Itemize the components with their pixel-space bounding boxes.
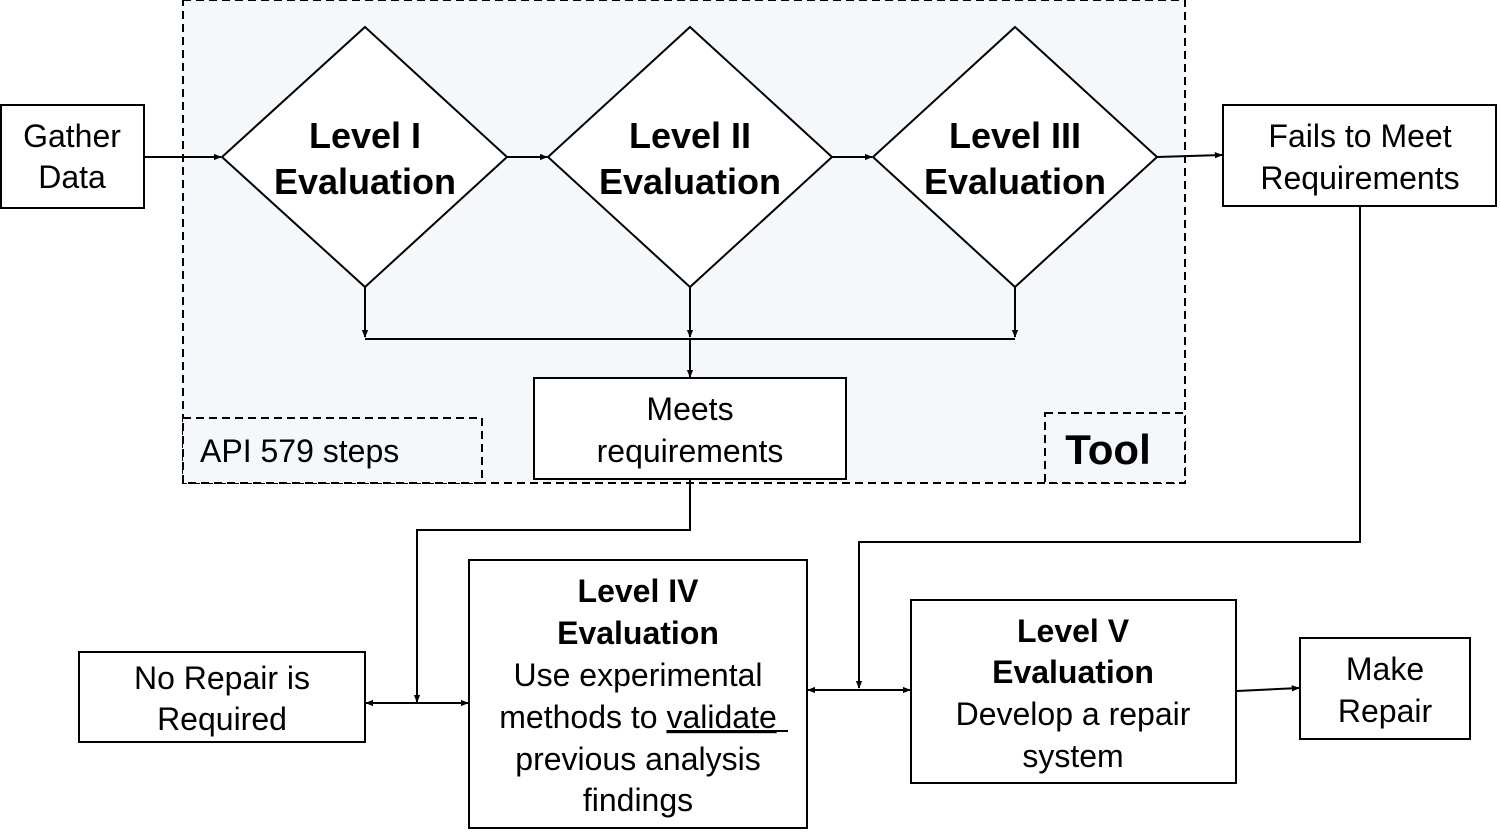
tool-label: Tool	[1065, 426, 1151, 473]
level-5-title2: Evaluation	[992, 654, 1154, 690]
meets-line2: requirements	[597, 433, 784, 469]
level-5-box	[910, 599, 1237, 784]
arrow-meets-down	[413, 479, 691, 703]
level-5-desc1: Develop a repair	[956, 696, 1191, 732]
make-repair-line1: Make	[1346, 651, 1424, 687]
gather-data-line2: Data	[38, 159, 106, 195]
no-repair-line1: No Repair is	[134, 660, 310, 696]
fails-line2: Requirements	[1260, 160, 1459, 196]
level-4-desc1: Use experimental	[514, 657, 763, 693]
fails-line1: Fails to Meet	[1268, 118, 1451, 154]
level-2-line2: Evaluation	[599, 161, 781, 202]
level-3-line1: Level III	[949, 115, 1081, 156]
gather-data-line1: Gather	[23, 118, 121, 154]
gather-data-box	[0, 104, 145, 209]
level-3-line2: Evaluation	[924, 161, 1106, 202]
level-1-line1: Level I	[309, 115, 421, 156]
no-repair-box	[78, 651, 366, 743]
level-4-title1: Level IV	[578, 573, 700, 609]
meets-line1: Meets	[646, 391, 733, 427]
fails-requirements-box	[1222, 104, 1497, 207]
level-5-title1: Level V	[1017, 613, 1130, 649]
level-2-line1: Level II	[629, 115, 751, 156]
level-4-desc2: methods to validate	[499, 699, 777, 735]
level-4-desc2-emphasis: validate	[666, 699, 776, 735]
level-4-desc3: previous analysis	[515, 741, 760, 777]
level-4-desc4: findings	[583, 782, 693, 818]
level-1-line2: Evaluation	[274, 161, 456, 202]
arrow-fails-down	[855, 206, 1361, 689]
arrow-level3-to-fails	[1156, 152, 1223, 159]
level-5-desc2: system	[1022, 738, 1123, 774]
level-4-box	[468, 559, 808, 829]
level-4-desc2-prefix: methods to	[499, 699, 666, 735]
api-579-label: API 579 steps	[200, 433, 399, 469]
make-repair-line2: Repair	[1338, 693, 1433, 729]
api-579-tab	[182, 417, 483, 484]
meets-requirements-box	[533, 377, 847, 480]
no-repair-line2: Required	[157, 701, 287, 737]
make-repair-box	[1299, 637, 1471, 740]
arrow-level5-to-make-repair	[1236, 685, 1300, 692]
tool-tab	[1044, 412, 1186, 484]
level-4-title2: Evaluation	[557, 615, 719, 651]
